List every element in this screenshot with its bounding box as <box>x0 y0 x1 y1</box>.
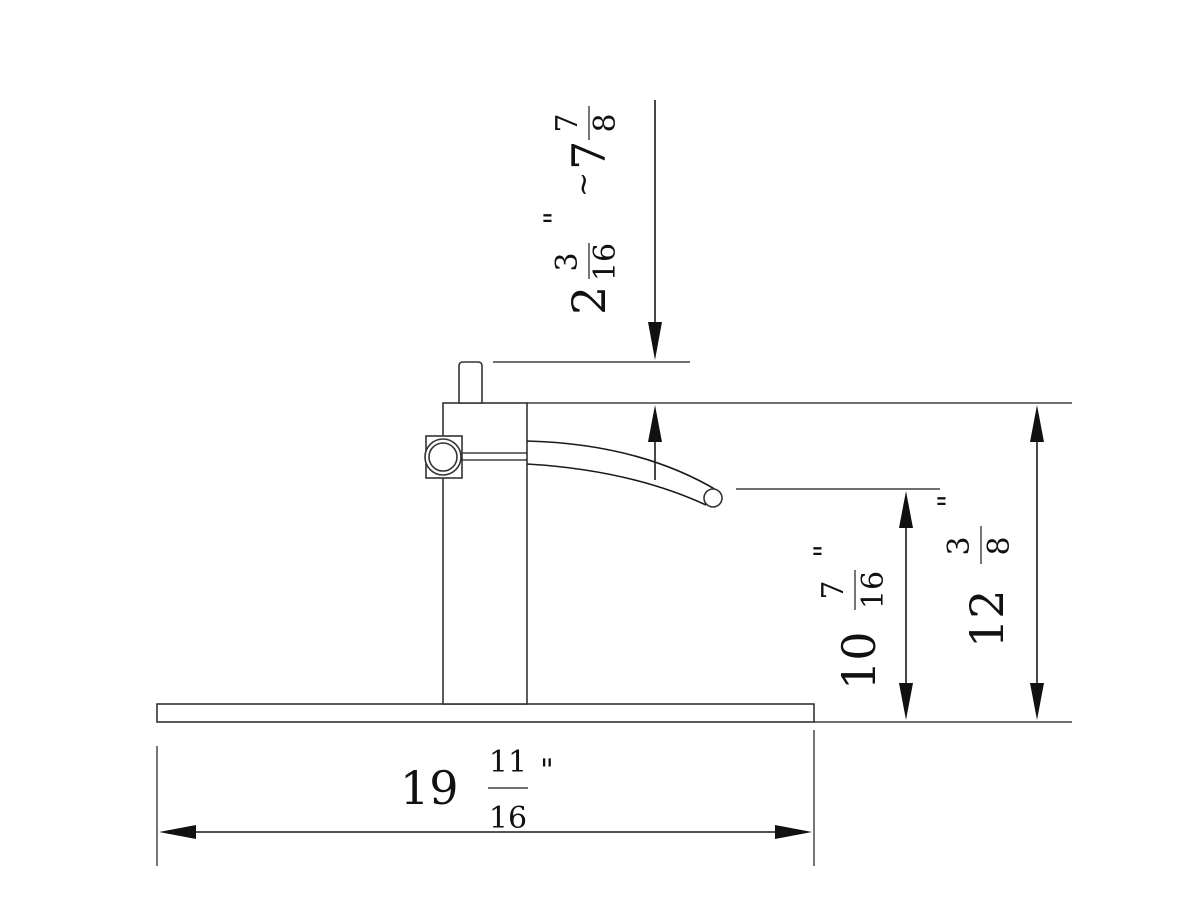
adjust-denominator: 16 <box>588 243 623 281</box>
dim-label-base-length: 19 11 16 " <box>400 745 554 836</box>
spout-tip <box>703 488 723 508</box>
dim-label-spout-height: 10 7 16 " <box>808 544 891 690</box>
spout-height-denominator: 16 <box>856 571 891 609</box>
overall-height-numerator: 3 <box>942 536 977 555</box>
adjust-numerator-2: 7 <box>550 113 585 132</box>
arrowhead-base-right <box>775 825 812 839</box>
spout-height-whole: 10 <box>832 631 886 690</box>
adjust-inch-mark: " <box>538 211 573 225</box>
arrowhead-overall-down <box>1030 683 1044 720</box>
base-length-whole: 19 <box>400 761 459 815</box>
dim-label-overall-height: 12 3 8 " <box>932 494 1017 648</box>
extension-lines <box>156 361 1072 866</box>
overall-height-denominator: 8 <box>982 536 1017 555</box>
arrowhead-overall-up <box>1030 405 1044 442</box>
base-plate <box>156 703 815 723</box>
faucet-body <box>156 361 815 723</box>
base-length-numerator: 11 <box>489 745 527 780</box>
lever-ring-inner <box>428 442 458 472</box>
base-length-inch-mark: " <box>540 753 554 788</box>
adjust-separator: ~ <box>566 172 601 197</box>
arrowhead-column-up <box>648 405 662 442</box>
arrowhead-base-left <box>159 825 196 839</box>
spout-height-numerator: 7 <box>816 580 851 599</box>
spout-lower-edge <box>526 463 707 506</box>
adjust-whole-2: 7 <box>562 141 616 170</box>
arrowhead-spout-up <box>899 491 913 528</box>
adjust-whole: 2 <box>562 286 616 315</box>
arrowhead-spout-down <box>899 683 913 720</box>
spout-upper-edge <box>526 440 719 492</box>
base-length-denominator: 16 <box>489 801 527 836</box>
adjust-numerator: 3 <box>550 252 585 271</box>
overall-height-inch-mark: " <box>932 494 967 508</box>
handle-knob <box>458 361 483 404</box>
dim-label-spout-adjust: 2 3 16 " ~ 7 7 8 <box>538 106 623 315</box>
dimension-lines <box>159 100 1044 839</box>
spout-height-inch-mark: " <box>808 544 843 558</box>
overall-height-whole: 12 <box>960 589 1014 648</box>
arrowhead-adjust-down <box>648 322 662 360</box>
adjust-denominator-2: 8 <box>588 113 623 132</box>
